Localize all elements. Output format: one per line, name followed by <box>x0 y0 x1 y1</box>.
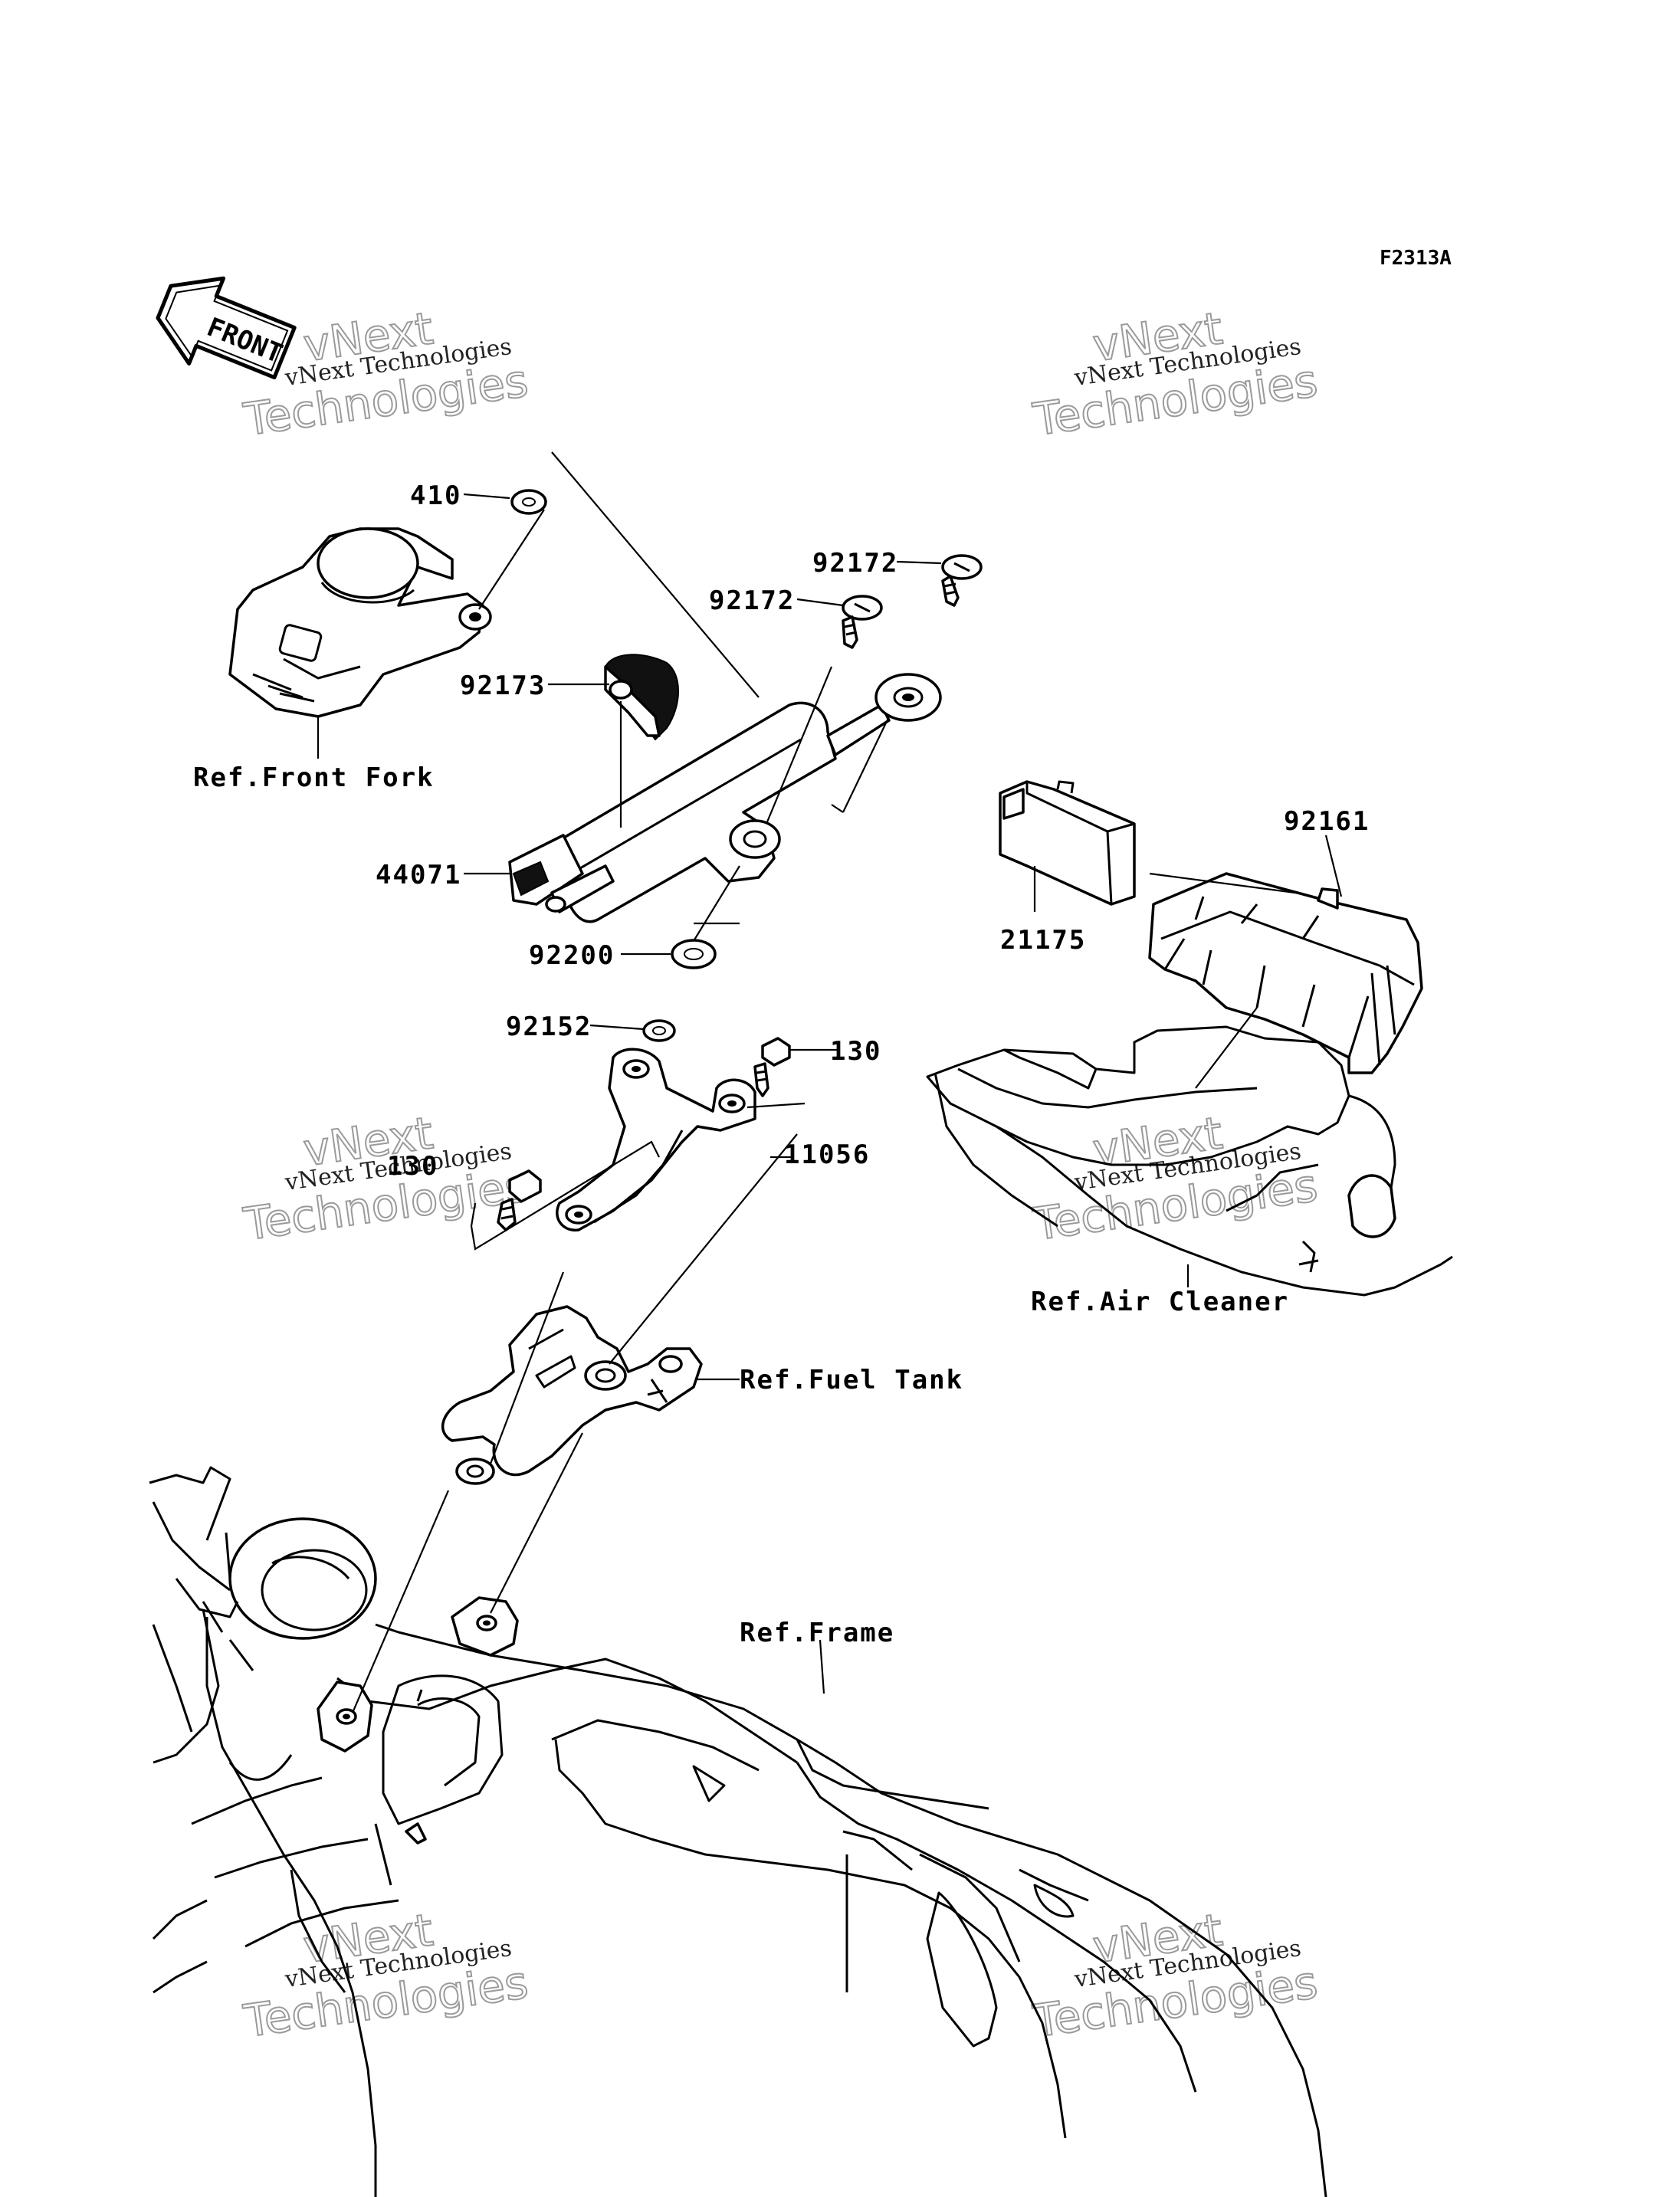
ref-label-front-fork: Ref.Front Fork <box>193 762 435 793</box>
front-fork-clamp <box>228 527 492 718</box>
watermark-bottom-left: Technologies vNext vNext Technologies <box>240 1903 532 2048</box>
ref-label-air-cleaner: Ref.Air Cleaner <box>1031 1287 1289 1317</box>
part-label-92172-lower: 92172 <box>709 585 795 616</box>
bracket-11056 <box>556 1048 756 1231</box>
part-label-11056: 11056 <box>784 1139 870 1170</box>
front-direction-arrow-icon: FRONT <box>156 276 297 380</box>
motorcycle-frame <box>149 1466 1327 2197</box>
part-label-44071: 44071 <box>376 860 461 890</box>
part-label-21175: 21175 <box>1000 925 1086 956</box>
clip-92173 <box>604 654 679 741</box>
nut-92152 <box>642 1019 676 1042</box>
ref-label-fuel-tank: Ref.Fuel Tank <box>740 1365 963 1395</box>
part-label-130-left: 130 <box>387 1151 438 1182</box>
air-cleaner-housing <box>926 1025 1453 1297</box>
leader-lines <box>317 451 1343 1992</box>
watermark-top-right: Technologies vNext vNext Technologies <box>1029 301 1321 447</box>
watermark-top-left: Technologies vNext vNext Technologies <box>240 301 532 447</box>
bolt-92172-b <box>842 595 883 649</box>
watermark-middle-right: Technologies vNext vNext Technologies <box>1029 1106 1321 1251</box>
part-label-410: 410 <box>410 480 461 511</box>
washer-92200 <box>671 939 717 969</box>
part-label-92200: 92200 <box>529 940 615 971</box>
figure-code: F2313A <box>1380 247 1452 270</box>
fuel-tank-bracket <box>441 1305 703 1485</box>
part-label-92172-top: 92172 <box>812 548 898 579</box>
steering-damper-44071 <box>508 673 942 923</box>
bolt-130-left <box>497 1169 542 1231</box>
part-label-92173: 92173 <box>460 671 546 701</box>
part-label-130-right: 130 <box>830 1036 881 1067</box>
part-label-92152: 92152 <box>506 1012 592 1042</box>
part-label-92161: 92161 <box>1284 806 1370 837</box>
bolt-92172-a <box>941 554 983 607</box>
bolt-130-right <box>753 1037 791 1097</box>
watermark-middle-left: Technologies vNext vNext Technologies <box>240 1106 532 1251</box>
washer-410 <box>510 489 547 515</box>
bracket-cover-92161 <box>1148 872 1423 1074</box>
ref-label-frame: Ref.Frame <box>740 1618 894 1648</box>
electronic-unit-21175 <box>999 780 1136 906</box>
